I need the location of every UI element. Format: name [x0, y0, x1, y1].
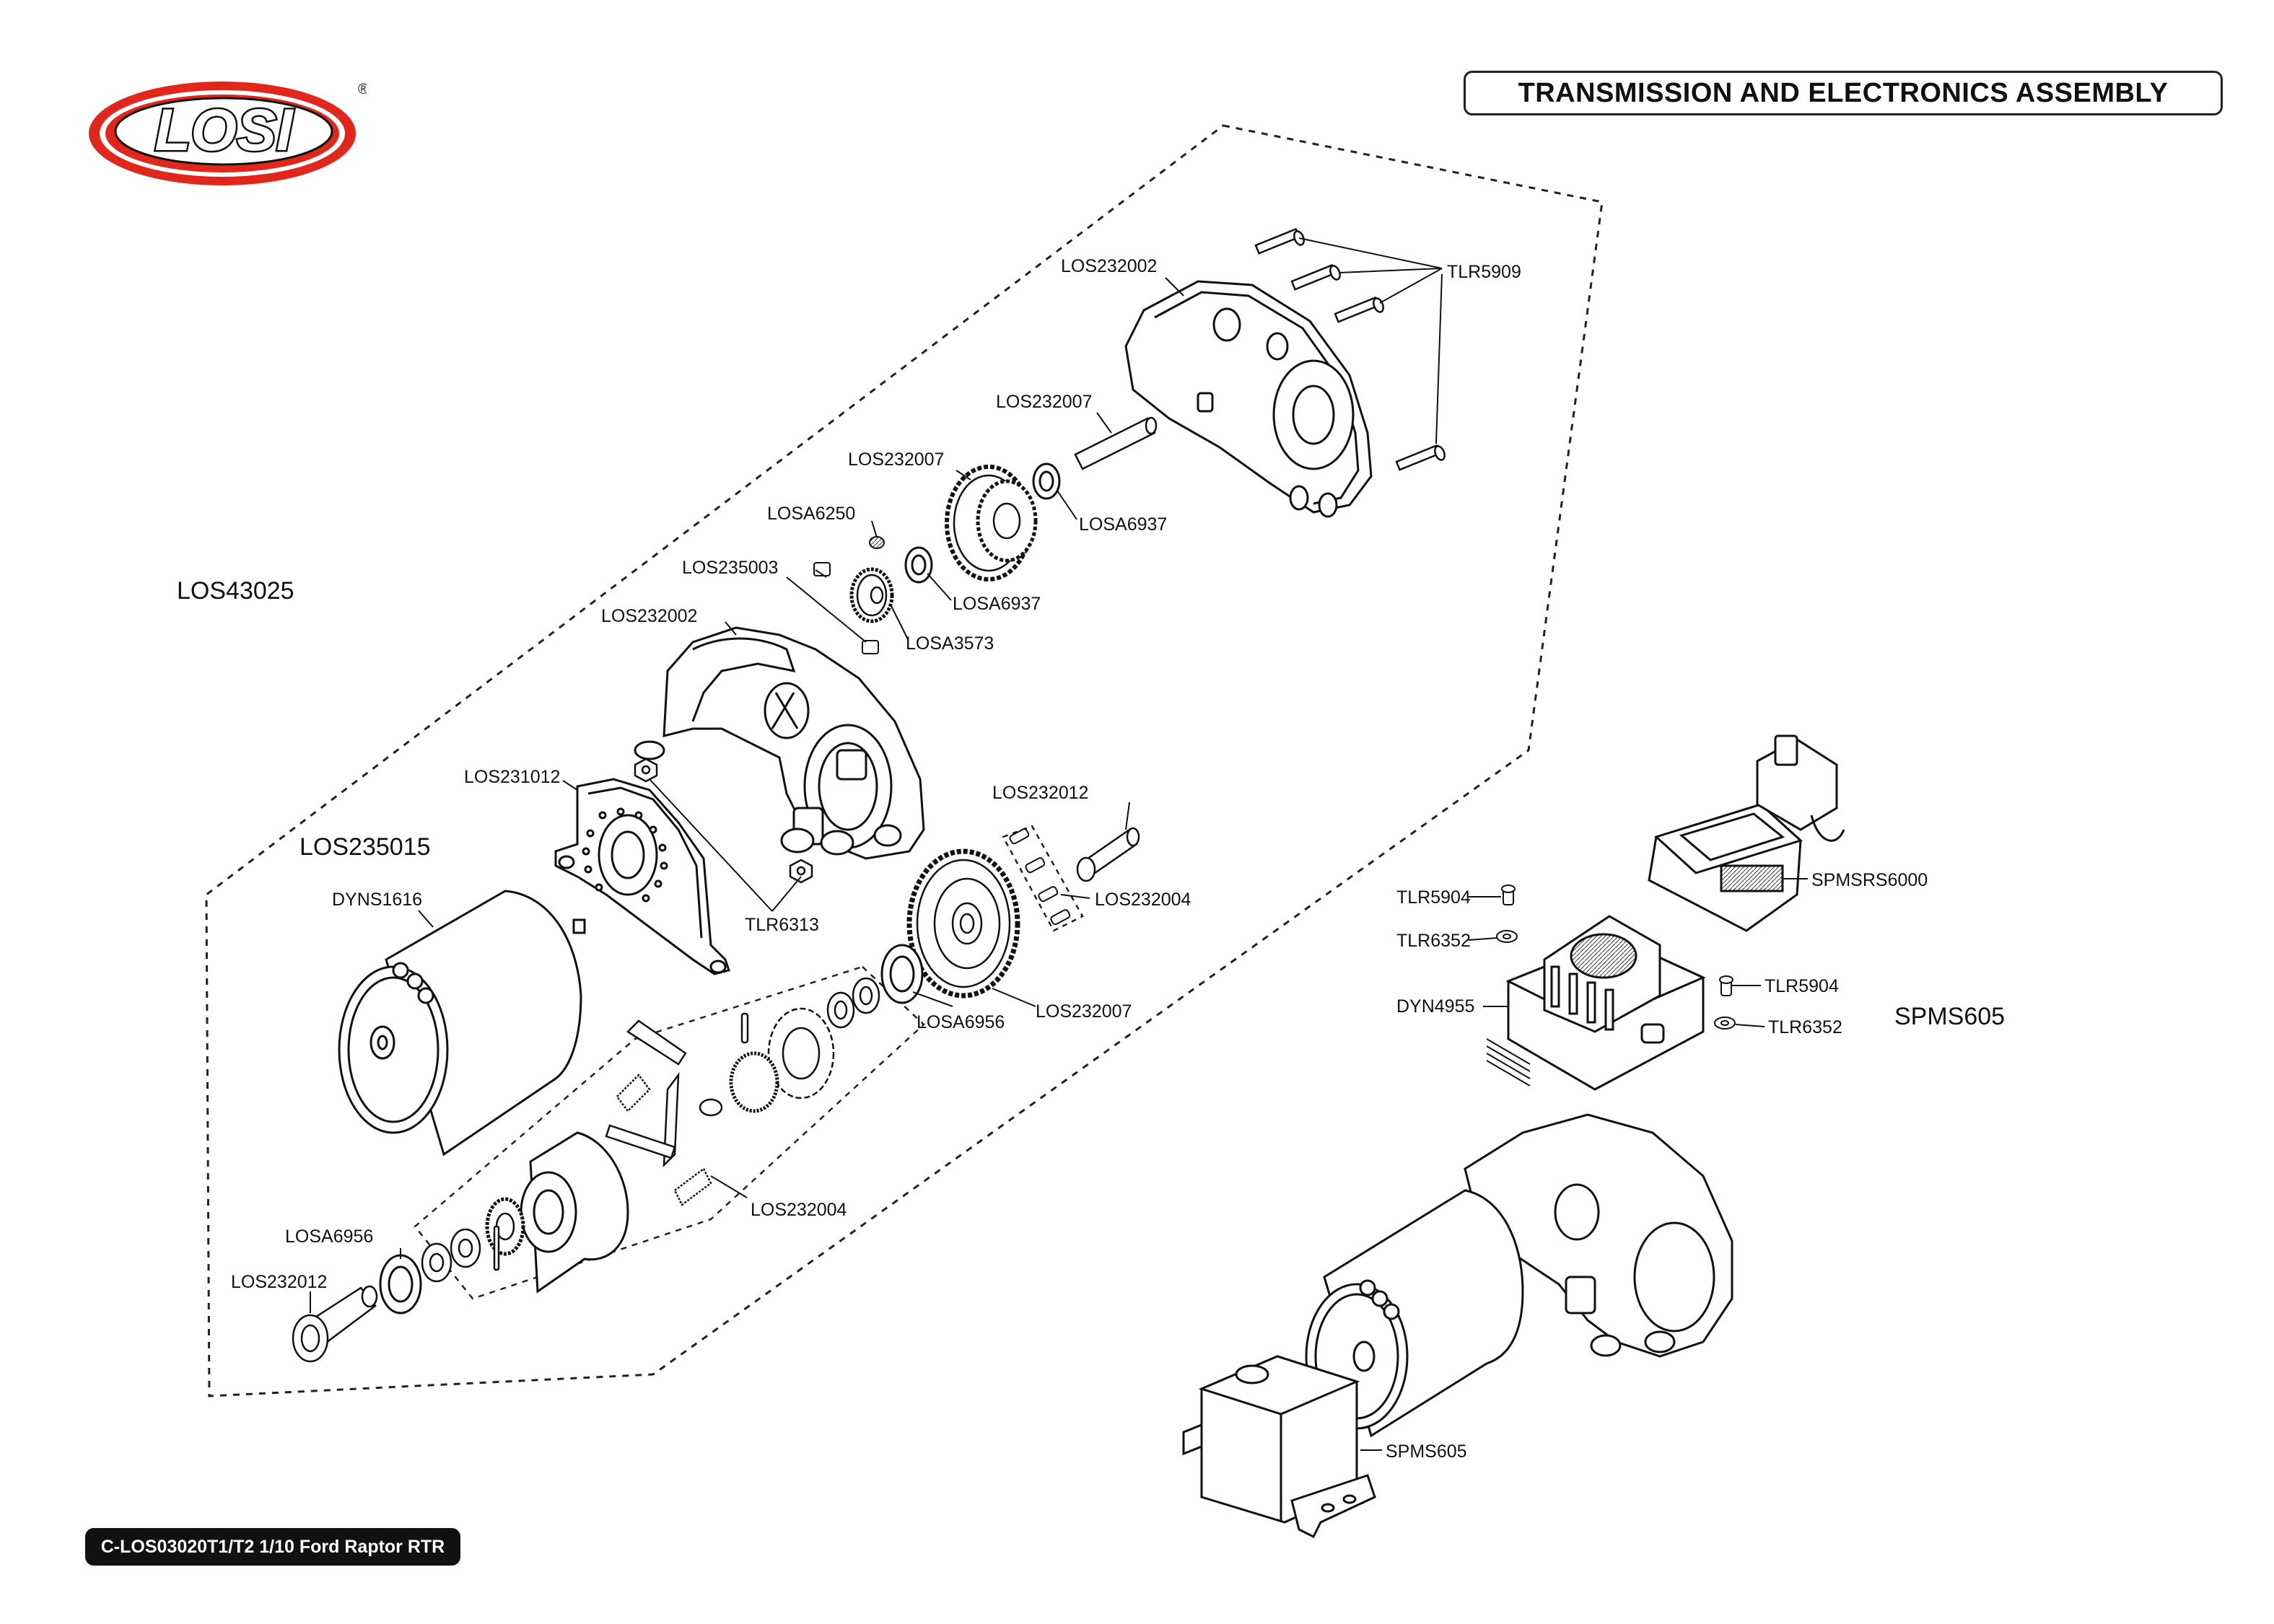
bearing-spur — [882, 945, 922, 1003]
idler-shaft — [1075, 418, 1156, 469]
logo-text: LOSI — [154, 97, 294, 163]
differential-group-boundary — [414, 965, 925, 1300]
set-screw — [870, 537, 884, 548]
callout-8: LOSA6937 — [953, 594, 1041, 614]
power-switch — [1757, 736, 1844, 840]
callout-11: LOS231012 — [464, 767, 560, 787]
diff-screws — [1009, 828, 1071, 926]
bearing-lower — [906, 548, 932, 582]
callout-12: LOS232012 — [992, 783, 1088, 803]
screw-tlr5909-group — [1256, 229, 1446, 470]
callout-16: LOSA6956 — [917, 1012, 1005, 1032]
title-box: TRANSMISSION AND ELECTRONICS ASSEMBLY — [1464, 71, 2223, 115]
servo — [1184, 1356, 1375, 1537]
callout-14: DYNS1616 — [332, 890, 422, 910]
callout-5: LOSA6937 — [1079, 514, 1167, 535]
transmission-kit-boundary — [205, 124, 1604, 1397]
receiver — [1649, 804, 1801, 931]
motor-plate — [556, 779, 729, 974]
pinion-gear — [852, 569, 892, 621]
callout-20: LOS232012 — [231, 1272, 327, 1292]
spur-gear — [909, 851, 1018, 996]
callout-1: LOS232002 — [1061, 256, 1157, 276]
esc-hardware — [1497, 885, 1735, 1029]
callout-17: LOS232007 — [1036, 1001, 1132, 1022]
leader-lines — [310, 237, 1808, 1451]
differential-parts — [606, 978, 879, 1205]
callout-25: DYN4955 — [1396, 996, 1474, 1017]
footer-badge: C-LOS03020T1/T2 1/10 Ford Raptor RTR — [85, 1528, 460, 1566]
group-label-servo: SPMS605 — [1894, 1003, 2005, 1030]
outdrive-left — [293, 1286, 377, 1361]
losi-logo: LOSI ® — [89, 82, 367, 185]
bearing-left — [380, 1255, 421, 1313]
outdrive-right — [1077, 828, 1139, 881]
registered-mark: ® — [358, 82, 367, 97]
callout-13: LOS232004 — [1095, 890, 1191, 910]
group-label-motor-mount-kit: LOS235015 — [299, 833, 431, 861]
gear-cover-top — [1126, 281, 1371, 517]
diff-case — [521, 1133, 628, 1291]
assembled-transmission — [1306, 1115, 1732, 1436]
callout-27: SPMS605 — [1386, 1441, 1467, 1462]
callout-23: TLR6352 — [1396, 931, 1471, 951]
idler-gear — [947, 467, 1036, 579]
callout-2: TLR5909 — [1447, 262, 1521, 282]
bearing-upper — [1033, 464, 1059, 499]
locknuts — [635, 759, 812, 882]
gearbox-housing — [635, 628, 924, 859]
callout-9: LOS232002 — [601, 606, 697, 626]
motor — [339, 891, 585, 1154]
callout-4: LOS232007 — [848, 449, 944, 470]
callout-6: LOSA6250 — [767, 504, 855, 524]
diff-gear-left — [422, 1199, 523, 1281]
callout-24: TLR5904 — [1764, 976, 1839, 996]
callout-22: TLR5904 — [1396, 887, 1471, 908]
callout-26: TLR6352 — [1768, 1017, 1842, 1037]
callout-15: TLR6313 — [745, 915, 819, 935]
callout-7: LOS235003 — [682, 558, 778, 578]
callout-19: LOSA6956 — [285, 1226, 373, 1247]
callout-labels: LOS232002 TLR5909 LOS232007 LOS232007 LO… — [231, 256, 1928, 1462]
group-label-transmission-kit: LOS43025 — [177, 577, 294, 605]
callout-10: LOSA3573 — [906, 633, 994, 654]
esc — [1487, 916, 1703, 1089]
callout-18: LOS232004 — [751, 1200, 847, 1220]
footer-code: C-LOS03020T1/T2 1/10 Ford Raptor RTR — [100, 1536, 445, 1557]
callout-21: SPMSRS6000 — [1811, 870, 1928, 890]
page-title: TRANSMISSION AND ELECTRONICS ASSEMBLY — [1518, 77, 2169, 108]
callout-3: LOS232007 — [996, 392, 1092, 412]
